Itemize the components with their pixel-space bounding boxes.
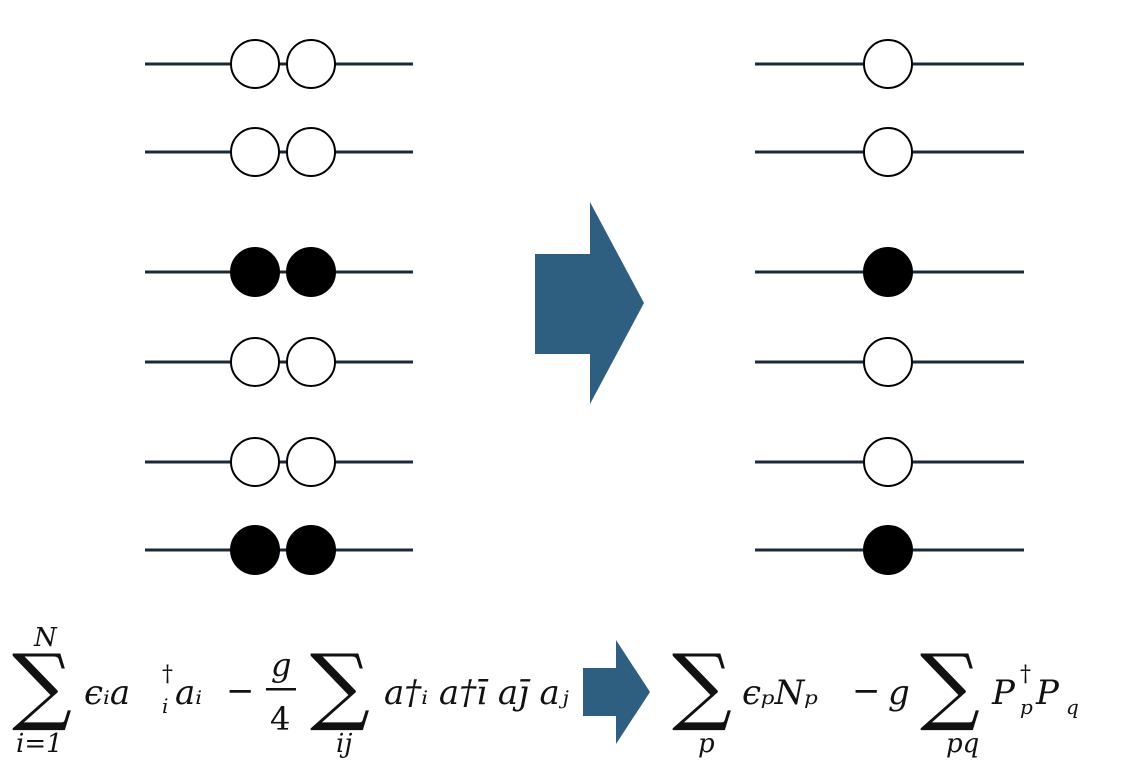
lhs-term1-sub: i bbox=[162, 694, 168, 718]
right-level-2-empty-state-1 bbox=[863, 127, 913, 177]
lhs-term1-dagger: † bbox=[162, 662, 173, 687]
sum-sign-2: ∑ bbox=[310, 636, 370, 734]
right-level-4-empty-state-1 bbox=[863, 337, 913, 387]
left-level-6-filled-state-2 bbox=[286, 525, 336, 575]
rhs-term2-a-sup: † bbox=[1020, 662, 1031, 687]
lhs-minus: − bbox=[226, 671, 255, 711]
sum1-upper-limit: N bbox=[33, 623, 58, 653]
frac-bar bbox=[266, 688, 296, 691]
rhs-term2-b-sub: q bbox=[1066, 695, 1079, 719]
lhs-equation: ∑ N i=1 ϵᵢa † i aᵢ − g 4 ∑ ij a†ᵢ a†ī aj… bbox=[12, 623, 569, 759]
left-level-5-empty-state-2 bbox=[286, 437, 336, 487]
left-level-2-empty-state-2 bbox=[286, 127, 336, 177]
left-level-1-empty-state-1 bbox=[230, 39, 280, 89]
rhs-term1: ϵₚNₚ bbox=[742, 673, 818, 713]
left-level-1-empty-state-2 bbox=[286, 39, 336, 89]
sum1-lower-limit: i=1 bbox=[16, 729, 63, 759]
rhs-minus: − bbox=[852, 671, 881, 711]
right-level-6-filled-state-1 bbox=[863, 525, 913, 575]
rhs-sum-sign-1: ∑ bbox=[672, 636, 732, 734]
right-level-1-empty-state-1 bbox=[863, 39, 913, 89]
right-energy-levels bbox=[755, 39, 1024, 575]
left-level-4-empty-state-2 bbox=[286, 337, 336, 387]
left-level-3-filled-state-1 bbox=[230, 247, 280, 297]
lhs-term1: ϵᵢa bbox=[84, 673, 130, 713]
frac-numerator: g bbox=[271, 646, 291, 684]
small-right-arrow bbox=[583, 640, 650, 744]
sum-sign-1: ∑ bbox=[12, 636, 72, 734]
left-level-3-filled-state-2 bbox=[286, 247, 336, 297]
right-level-5-empty-state-1 bbox=[863, 437, 913, 487]
frac-denominator: 4 bbox=[270, 700, 290, 738]
left-energy-levels bbox=[145, 39, 413, 575]
big-right-arrow bbox=[535, 202, 644, 404]
rhs-term2-a-sub: p bbox=[1020, 695, 1033, 719]
right-level-3-filled-state-1 bbox=[863, 247, 913, 297]
left-level-6-filled-state-1 bbox=[230, 525, 280, 575]
rhs-equation: ∑ p ϵₚNₚ − g ∑ pq P † p P q bbox=[672, 636, 1079, 759]
sum2-lower-limit: ij bbox=[336, 729, 352, 759]
rhs-term2-b: P bbox=[1035, 673, 1060, 713]
rhs-sum1-lower-limit: p bbox=[698, 729, 715, 759]
left-level-4-empty-state-1 bbox=[230, 337, 280, 387]
left-level-2-empty-state-1 bbox=[230, 127, 280, 177]
rhs-coef: g bbox=[888, 673, 910, 713]
left-level-5-empty-state-1 bbox=[230, 437, 280, 487]
lhs-term2: a†ᵢ a†ī aj̄ aⱼ bbox=[384, 673, 569, 713]
rhs-sum2-lower-limit: pq bbox=[946, 729, 979, 759]
rhs-term2-a: P bbox=[991, 673, 1016, 713]
lhs-term1-tail: aᵢ bbox=[175, 673, 202, 713]
rhs-sum-sign-2: ∑ bbox=[920, 636, 980, 734]
